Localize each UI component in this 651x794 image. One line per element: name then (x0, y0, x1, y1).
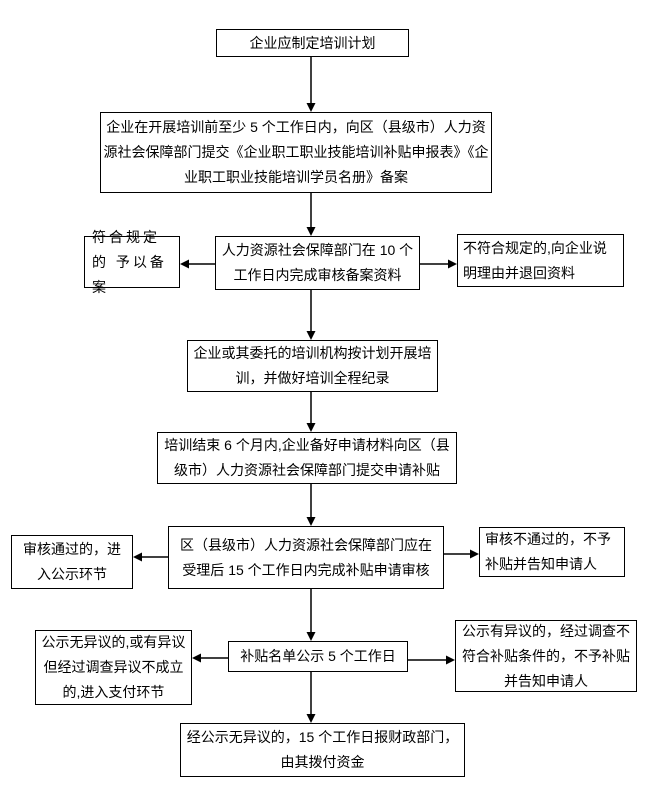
arrow-publicity-to-no-objection (192, 653, 228, 663)
arrow-apply-to-review15 (306, 484, 316, 526)
node-record-accepted: 符合规定的 予以备案 (84, 229, 180, 295)
arrow-publicity-to-objection (408, 655, 455, 665)
node-fund-disbursement: 经公示无异议的，15 个工作日报财政部门，由其拨付资金 (180, 723, 465, 777)
arrow-review10-to-record-fail (420, 259, 457, 269)
node-review-10-days: 人力资源社会保障部门在 10 个工作日内完成审核备案资料 (215, 236, 420, 290)
arrow-review15-to-publicity (306, 589, 316, 641)
node-publicity-5-days: 补贴名单公示 5 个工作日 (228, 641, 408, 672)
arrow-review10-to-training (306, 290, 316, 340)
node-review-15-days: 区（县级市）人力资源社会保障部门应在受理后 15 个工作日内完成补贴申请审核 (168, 526, 444, 589)
node-plan: 企业应制定培训计划 (216, 29, 409, 57)
node-apply-subsidy: 培训结束 6 个月内,企业备好申请材料向区（县级市）人力资源社会保障部门提交申请… (157, 432, 457, 484)
arrow-submit-to-review10 (306, 193, 316, 236)
node-record-returned: 不符合规定的,向企业说明理由并退回资料 (457, 234, 624, 287)
arrow-publicity-to-payment (306, 672, 316, 723)
node-review-rejected: 审核不通过的，不予补贴并告知申请人 (479, 527, 625, 577)
arrow-training-to-apply (306, 392, 316, 432)
node-conduct-training: 企业或其委托的培训机构按计划开展培训，并做好培训全程纪录 (187, 340, 438, 392)
node-objection-rejected: 公示有异议的，经过调查不符合补贴条件的，不予补贴并告知申请人 (455, 620, 637, 692)
node-submit-filing: 企业在开展培训前至少 5 个工作日内，向区（县级市）人力资源社会保障部门提交《企… (100, 112, 492, 193)
arrow-review15-to-reject (444, 549, 479, 559)
arrow-review10-to-record-ok (180, 259, 215, 269)
arrow-plan-to-submit (306, 57, 316, 112)
node-review-passed: 审核通过的，进入公示环节 (11, 535, 133, 589)
arrow-review15-to-approve (133, 552, 168, 562)
node-no-objection-payment: 公示无异议的,或有异议但经过调查异议不成立的,进入支付环节 (35, 630, 192, 705)
